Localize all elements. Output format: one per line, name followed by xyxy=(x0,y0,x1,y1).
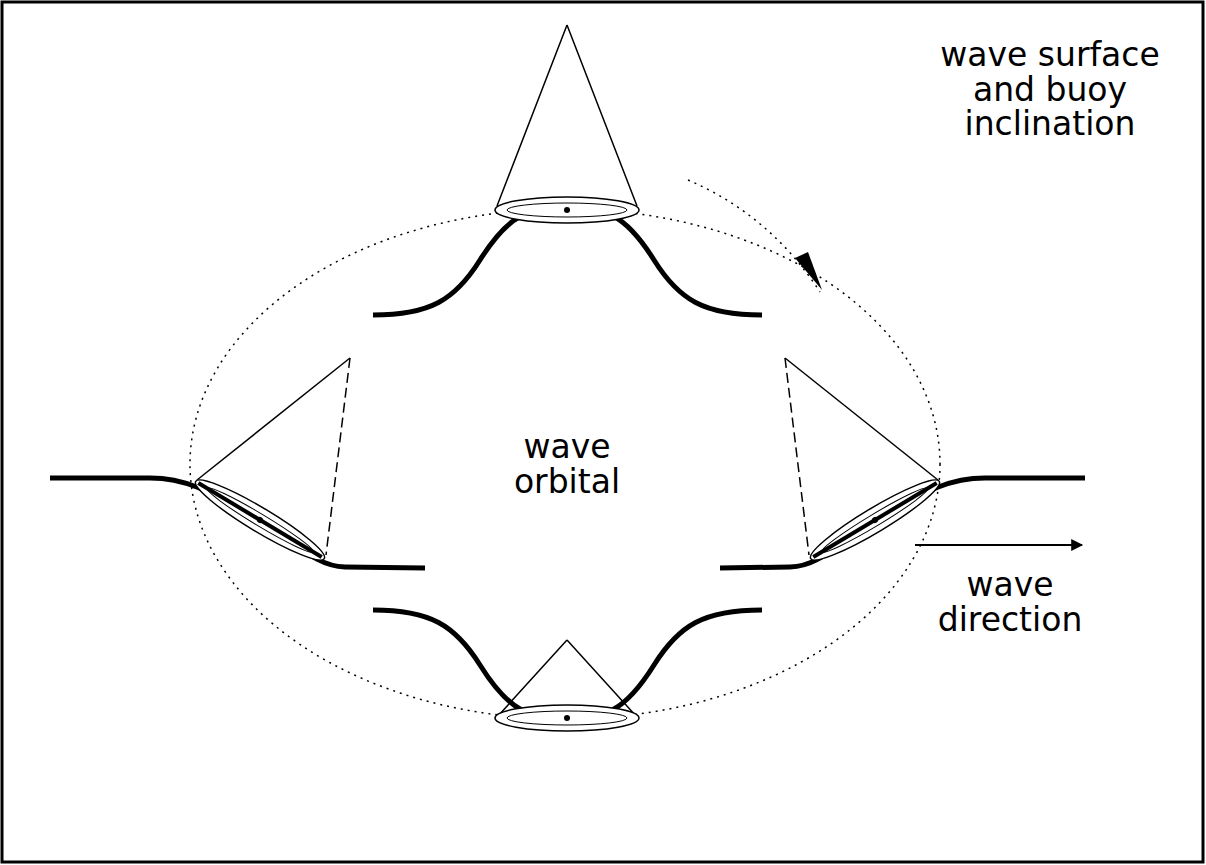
center-label: wave orbital xyxy=(492,430,642,499)
trough-buoy xyxy=(373,610,762,731)
direction-arrow xyxy=(915,544,1082,546)
right-buoy xyxy=(720,358,1085,569)
rotation-arc xyxy=(688,180,820,292)
rotation-arrowhead xyxy=(795,252,822,290)
orbital-path xyxy=(190,209,940,719)
left-buoy xyxy=(50,358,425,569)
crest-buoy xyxy=(373,25,762,315)
direction-label: wave direction xyxy=(923,568,1098,637)
figure-title: wave surface and buoy inclination xyxy=(919,38,1181,142)
